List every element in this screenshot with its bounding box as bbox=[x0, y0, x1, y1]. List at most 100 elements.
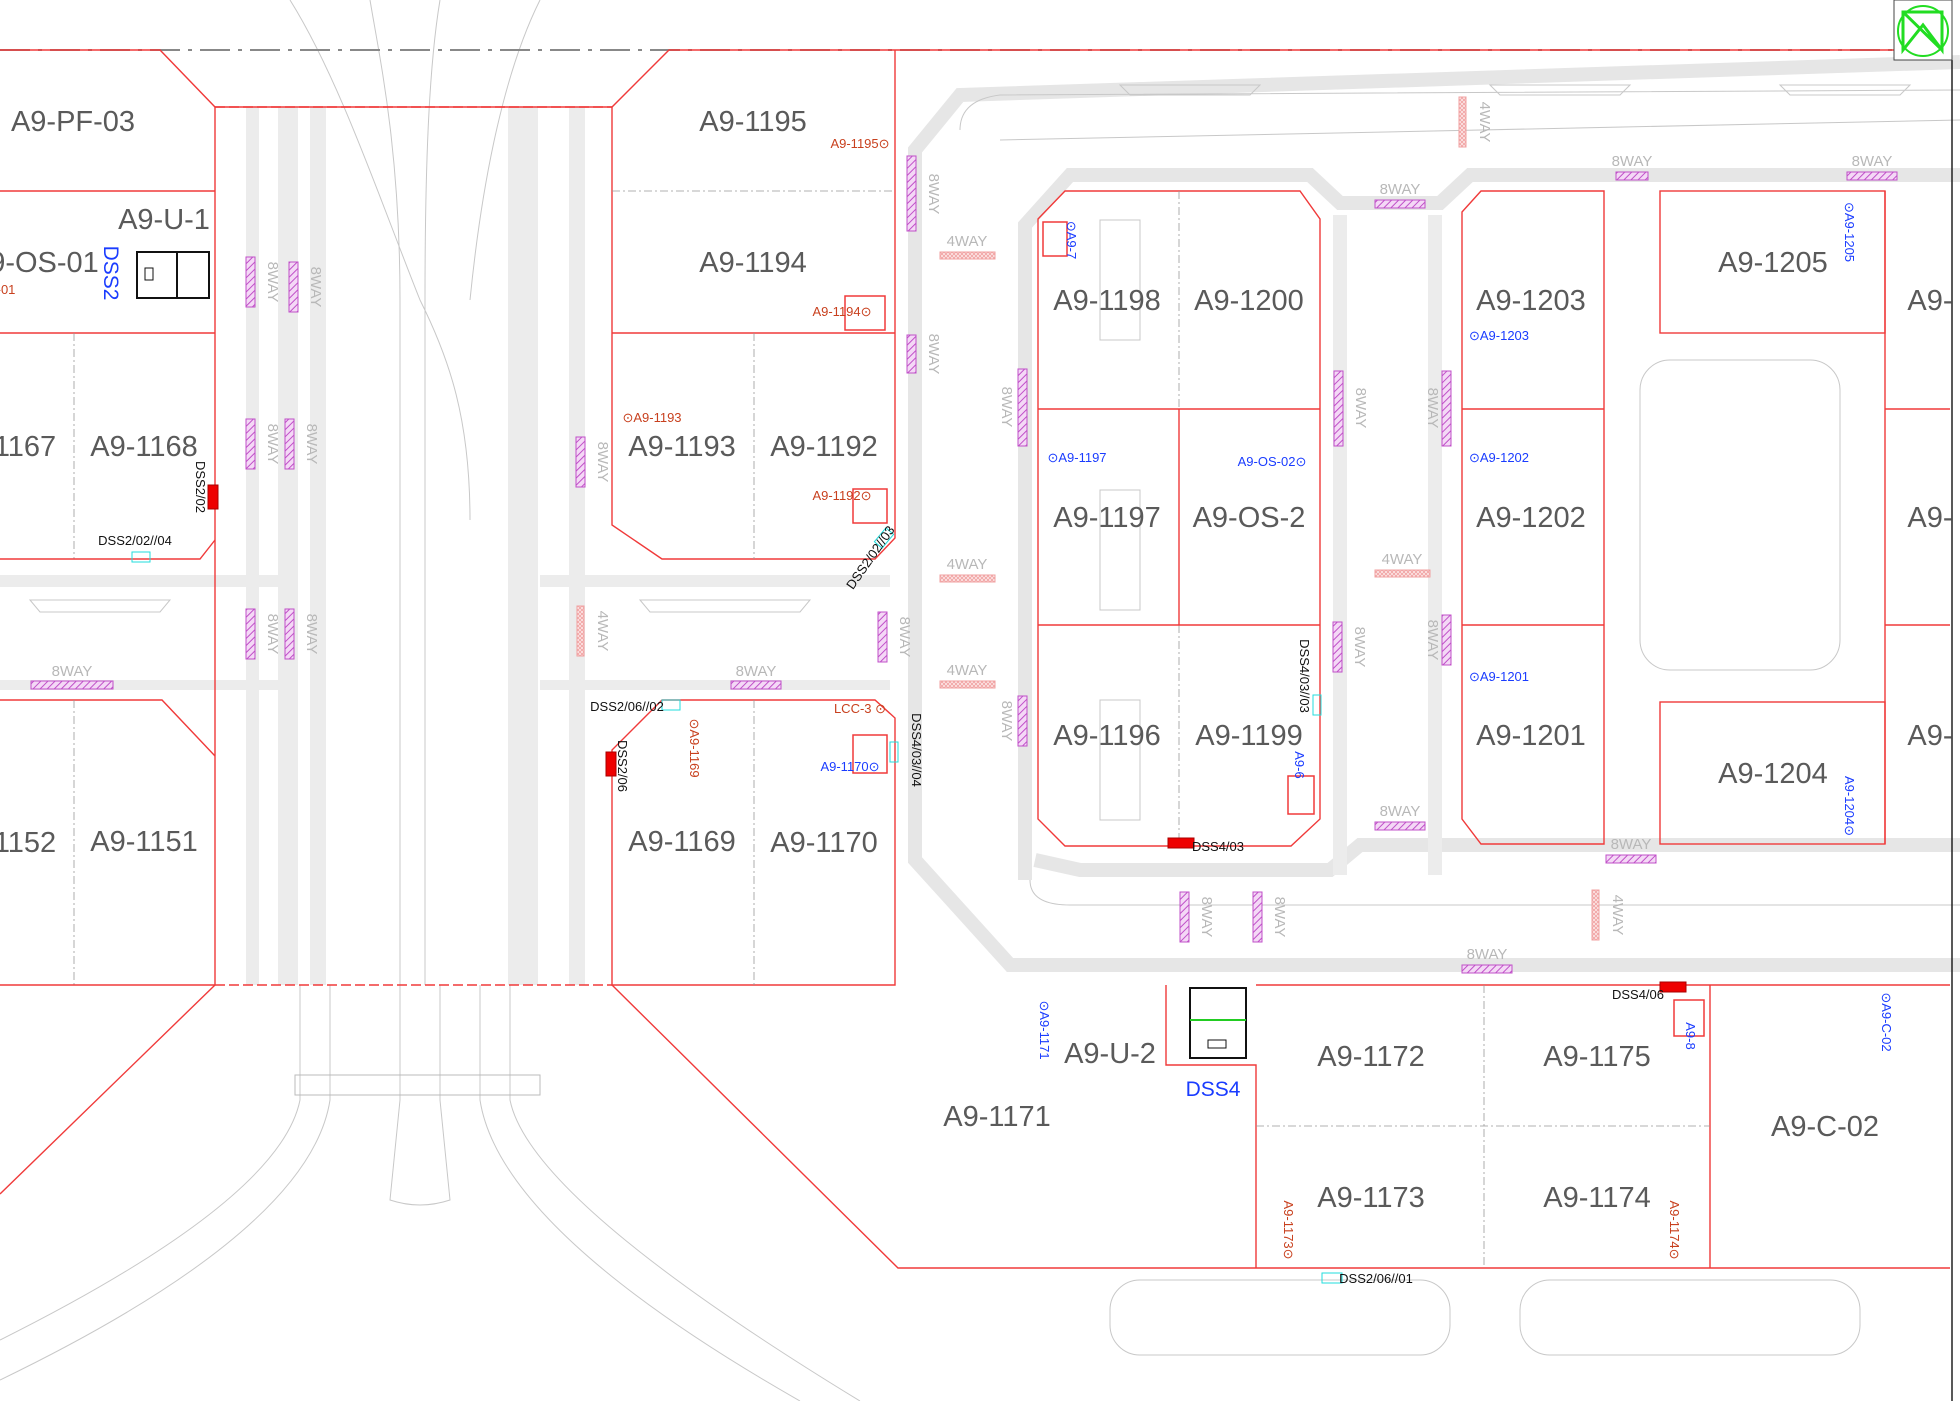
plot-label: A9-C-02 bbox=[1771, 1111, 1879, 1143]
plot-label: A9-1151 bbox=[90, 826, 198, 858]
annotation: -01 bbox=[0, 282, 15, 297]
plot-label: A9-1168 bbox=[90, 431, 198, 463]
svg-text:8WAY: 8WAY bbox=[1271, 897, 1288, 938]
svg-text:4WAY: 4WAY bbox=[947, 556, 988, 573]
way-marker: 8WAY bbox=[245, 418, 281, 470]
way-marker: 4WAY bbox=[1591, 889, 1626, 941]
way-marker: 8WAY bbox=[1461, 946, 1513, 974]
plot-label: A9-1173 bbox=[1317, 1182, 1425, 1214]
annotation: ⊙A9-1197 bbox=[1047, 450, 1106, 465]
way-marker: 4WAY bbox=[939, 233, 996, 260]
annotation: DSS2/02//04 bbox=[98, 533, 172, 548]
plot-label: A9-U-1 bbox=[118, 204, 210, 236]
annotation: ⊙A9-1203 bbox=[1469, 328, 1529, 343]
svg-text:8WAY: 8WAY bbox=[264, 424, 281, 465]
svg-text:8WAY: 8WAY bbox=[1467, 946, 1508, 963]
way-marker: 4WAY bbox=[1458, 96, 1493, 148]
annotation: DSS2/06//02 bbox=[590, 699, 664, 714]
plot-label: A9-1204 bbox=[1718, 758, 1828, 790]
way-marker: 8WAY bbox=[877, 611, 913, 663]
annotation: DSS4/06 bbox=[1612, 987, 1664, 1002]
way-marker: 4WAY bbox=[1374, 551, 1431, 578]
svg-text:8WAY: 8WAY bbox=[1380, 803, 1421, 820]
annotation: ⊙A9-1169 bbox=[687, 718, 702, 777]
plot-label: 1152 bbox=[0, 827, 56, 859]
plot-label: A9-1192 bbox=[770, 431, 878, 463]
substation-dss4[interactable] bbox=[1189, 987, 1247, 1059]
annotation: LCC-3 ⊙ bbox=[834, 701, 886, 716]
plot-label: A9-1169 bbox=[628, 826, 736, 858]
annotation: A9-1204⊙ bbox=[1842, 776, 1857, 836]
plot-label: A9-1175 bbox=[1543, 1041, 1651, 1073]
way-marker: 8WAY bbox=[1252, 891, 1288, 943]
plot-label: 9-OS-01 bbox=[0, 247, 99, 279]
svg-text:4WAY: 4WAY bbox=[1609, 895, 1626, 936]
annotation: A9-1192⊙ bbox=[812, 488, 871, 503]
plot-label: A9-1197 bbox=[1053, 502, 1161, 534]
annotation: A9-1194⊙ bbox=[812, 304, 871, 319]
annotation: A9-OS-02⊙ bbox=[1238, 454, 1307, 469]
annotation: A9-1174⊙ bbox=[1667, 1200, 1682, 1259]
way-marker: 8WAY bbox=[1179, 891, 1215, 943]
way-marker: 4WAY bbox=[939, 662, 996, 689]
plot-label: A9-1201 bbox=[1476, 720, 1586, 752]
svg-text:8WAY: 8WAY bbox=[303, 424, 320, 465]
plot-label: 1167 bbox=[0, 431, 56, 463]
svg-text:4WAY: 4WAY bbox=[947, 662, 988, 679]
plot-label: A9-1195 bbox=[699, 106, 807, 138]
annotation: DSS4/03//03 bbox=[1297, 639, 1312, 713]
equipment-markers bbox=[131, 221, 1705, 1284]
plot-label: A9-1194 bbox=[699, 247, 807, 279]
plot-boundaries bbox=[0, 49, 1953, 1401]
annotation: A9-1170⊙ bbox=[820, 759, 879, 774]
plot-label: A9-1203 bbox=[1476, 285, 1586, 317]
north-arrow-icon[interactable] bbox=[1893, 0, 1953, 61]
plot-label: A9-OS-2 bbox=[1193, 502, 1306, 534]
svg-text:8WAY: 8WAY bbox=[925, 174, 942, 215]
annotation: ⊙A9-1171 bbox=[1037, 1000, 1052, 1059]
svg-text:8WAY: 8WAY bbox=[998, 701, 1015, 742]
way-marker: 8WAY bbox=[998, 368, 1028, 447]
plot-label: A9-1174 bbox=[1543, 1182, 1651, 1214]
way-marker: 8WAY bbox=[284, 608, 320, 660]
svg-text:8WAY: 8WAY bbox=[594, 442, 611, 483]
way-marker: 8WAY bbox=[245, 256, 281, 308]
svg-text:8WAY: 8WAY bbox=[896, 617, 913, 658]
svg-text:8WAY: 8WAY bbox=[1611, 836, 1652, 853]
svg-text:4WAY: 4WAY bbox=[1476, 102, 1493, 143]
plot-label: A9- bbox=[1907, 285, 1952, 317]
substation-dss2[interactable] bbox=[136, 251, 210, 299]
plot-label: A9-1205 bbox=[1718, 247, 1828, 279]
way-marker: 4WAY bbox=[939, 556, 996, 583]
svg-text:8WAY: 8WAY bbox=[736, 663, 777, 680]
way-marker: 8WAY bbox=[245, 608, 281, 660]
svg-text:4WAY: 4WAY bbox=[947, 233, 988, 250]
plot-label: A9-1170 bbox=[770, 827, 878, 859]
annotation: DSS4 bbox=[1186, 1078, 1241, 1101]
way-marker: 8WAY bbox=[1424, 614, 1452, 666]
annotation: A9-8 bbox=[1683, 1022, 1698, 1049]
plot-label: A9-1193 bbox=[628, 431, 736, 463]
way-marker: 8WAY bbox=[288, 261, 324, 313]
annotation: DSS2/02 bbox=[193, 461, 208, 513]
plot-label: A9-1199 bbox=[1195, 720, 1303, 752]
way-marker: 8WAY bbox=[998, 695, 1028, 747]
annotation: A9-1173⊙ bbox=[1281, 1200, 1296, 1259]
svg-text:8WAY: 8WAY bbox=[1380, 181, 1421, 198]
way-marker: 8WAY bbox=[906, 155, 942, 232]
plot-label: A9-U-2 bbox=[1064, 1038, 1156, 1070]
annotation: A9-6 bbox=[1292, 751, 1307, 778]
way-marker: 8WAY bbox=[1333, 370, 1369, 447]
annotation: ⊙A9-C-02 bbox=[1879, 992, 1894, 1051]
plot-label: A9-PF-03 bbox=[11, 106, 135, 138]
way-marker: 8WAY bbox=[730, 663, 782, 690]
plot-label: A9-1171 bbox=[943, 1101, 1051, 1133]
way-marker: 8WAY bbox=[30, 663, 114, 690]
svg-text:8WAY: 8WAY bbox=[264, 262, 281, 303]
annotation: DSS4/03 bbox=[1192, 839, 1244, 854]
way-marker: 8WAY bbox=[906, 334, 942, 374]
annotation: ⊙A9-1193 bbox=[622, 410, 681, 425]
svg-text:8WAY: 8WAY bbox=[1852, 153, 1893, 170]
